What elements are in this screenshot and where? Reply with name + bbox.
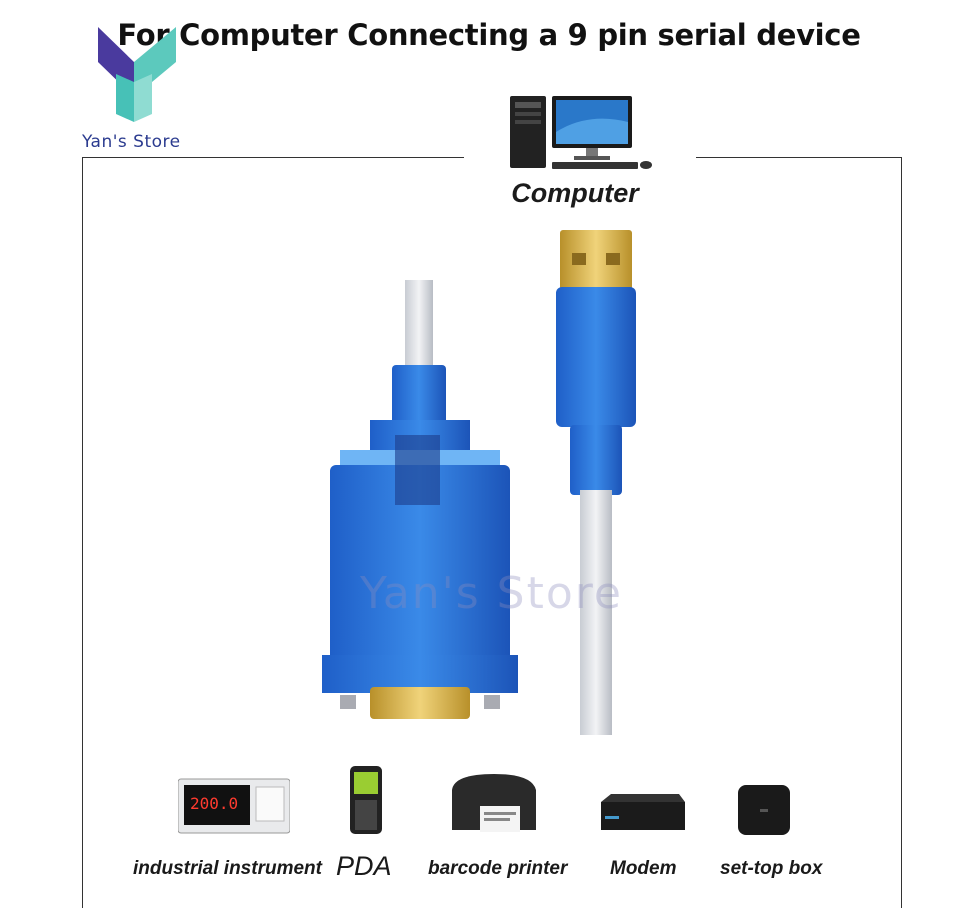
pda-icon xyxy=(350,766,382,834)
frame-right-line xyxy=(901,157,902,908)
industrial-instrument-icon: 200.0 xyxy=(178,778,290,834)
set-top-box-icon xyxy=(738,785,790,835)
modem-icon xyxy=(601,794,685,830)
store-name: Yan's Store xyxy=(82,132,181,152)
barcode-printer-icon xyxy=(452,774,536,832)
usb-a-connector-icon xyxy=(556,230,636,735)
frame-top-left-line xyxy=(82,157,464,158)
frame-top-right-line xyxy=(696,157,902,158)
frame-left-line xyxy=(82,157,83,908)
desktop-computer-icon xyxy=(510,96,652,169)
device-label-barcode-printer: barcode printer xyxy=(428,858,568,879)
instrument-display: 200.0 xyxy=(190,794,238,813)
watermark-text: Yan's Store xyxy=(360,568,623,619)
store-logo-icon xyxy=(98,27,176,122)
device-label-set-top-box: set-top box xyxy=(720,858,823,879)
device-label-modem: Modem xyxy=(610,858,677,879)
computer-label: Computer xyxy=(511,178,639,208)
page-title: For Computer Connecting a 9 pin serial d… xyxy=(117,18,861,52)
usb-to-serial-cable-icon xyxy=(322,230,636,735)
device-label-industrial-instrument: industrial instrument xyxy=(133,858,322,879)
db9-connector-icon xyxy=(322,365,518,719)
device-label-pda: PDA xyxy=(336,851,392,881)
